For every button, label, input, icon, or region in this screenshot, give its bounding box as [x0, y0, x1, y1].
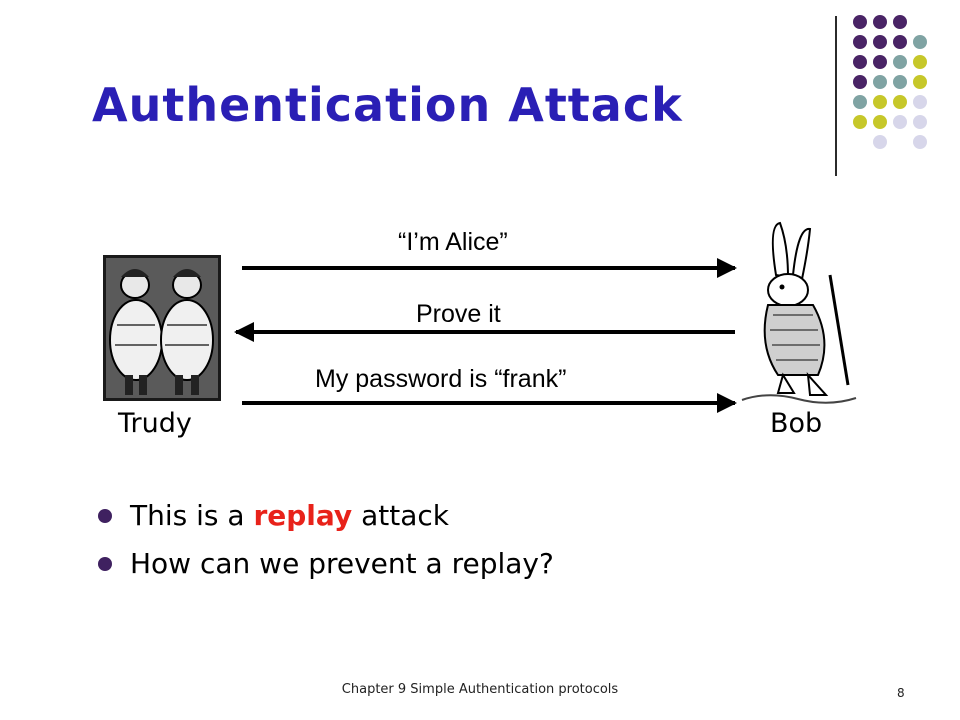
decorative-dot: [853, 15, 867, 29]
bullet-text-after: attack: [352, 499, 449, 532]
message-prove-it: Prove it: [416, 300, 501, 328]
decorative-dot: [893, 35, 907, 49]
participant-bob: Bob: [770, 408, 823, 439]
decorative-dot: [853, 75, 867, 89]
slide-title: Authentication Attack: [92, 78, 683, 132]
decorative-dot: [853, 115, 867, 129]
trudy-illustration: [103, 255, 221, 401]
decorative-dot: [853, 95, 867, 109]
decorative-dot: [893, 75, 907, 89]
bullet-dot-icon: [98, 557, 112, 571]
bullet-list: This is a replay attack How can we preve…: [98, 494, 554, 590]
decorative-dot: [873, 135, 887, 149]
bullet-emphasis: replay: [253, 499, 353, 532]
decorative-dot: [893, 55, 907, 69]
divider-line: [835, 16, 837, 176]
bob-illustration: [738, 215, 860, 405]
decorative-dot: [893, 95, 907, 109]
message-password: My password is “frank”: [315, 365, 567, 393]
bullet-item: This is a replay attack: [98, 494, 554, 542]
bullet-text-before: This is a: [130, 499, 254, 532]
decorative-dot: [893, 115, 907, 129]
decorative-dot: [873, 95, 887, 109]
decorative-dot: [913, 35, 927, 49]
bullet-text: How can we prevent a replay?: [130, 547, 554, 580]
message-im-alice: “I’m Alice”: [398, 228, 508, 256]
decorative-dot: [853, 35, 867, 49]
bullet-dot-icon: [98, 509, 112, 523]
decorative-dot-grid: [853, 15, 927, 149]
page-number: 8: [897, 686, 905, 700]
bullet-item: How can we prevent a replay?: [98, 542, 554, 590]
slide-footer: Chapter 9 Simple Authentication protocol…: [341, 682, 619, 697]
decorative-dot: [913, 55, 927, 69]
decorative-dot: [913, 135, 927, 149]
decorative-dot: [873, 55, 887, 69]
decorative-dot: [873, 35, 887, 49]
decorative-dot: [913, 75, 927, 89]
decorative-dot: [873, 115, 887, 129]
participant-trudy: Trudy: [118, 408, 192, 439]
decorative-dot: [873, 15, 887, 29]
decorative-dot: [873, 75, 887, 89]
decorative-dot: [913, 115, 927, 129]
decorative-dot: [853, 55, 867, 69]
decorative-dot: [913, 95, 927, 109]
decorative-dot: [893, 15, 907, 29]
